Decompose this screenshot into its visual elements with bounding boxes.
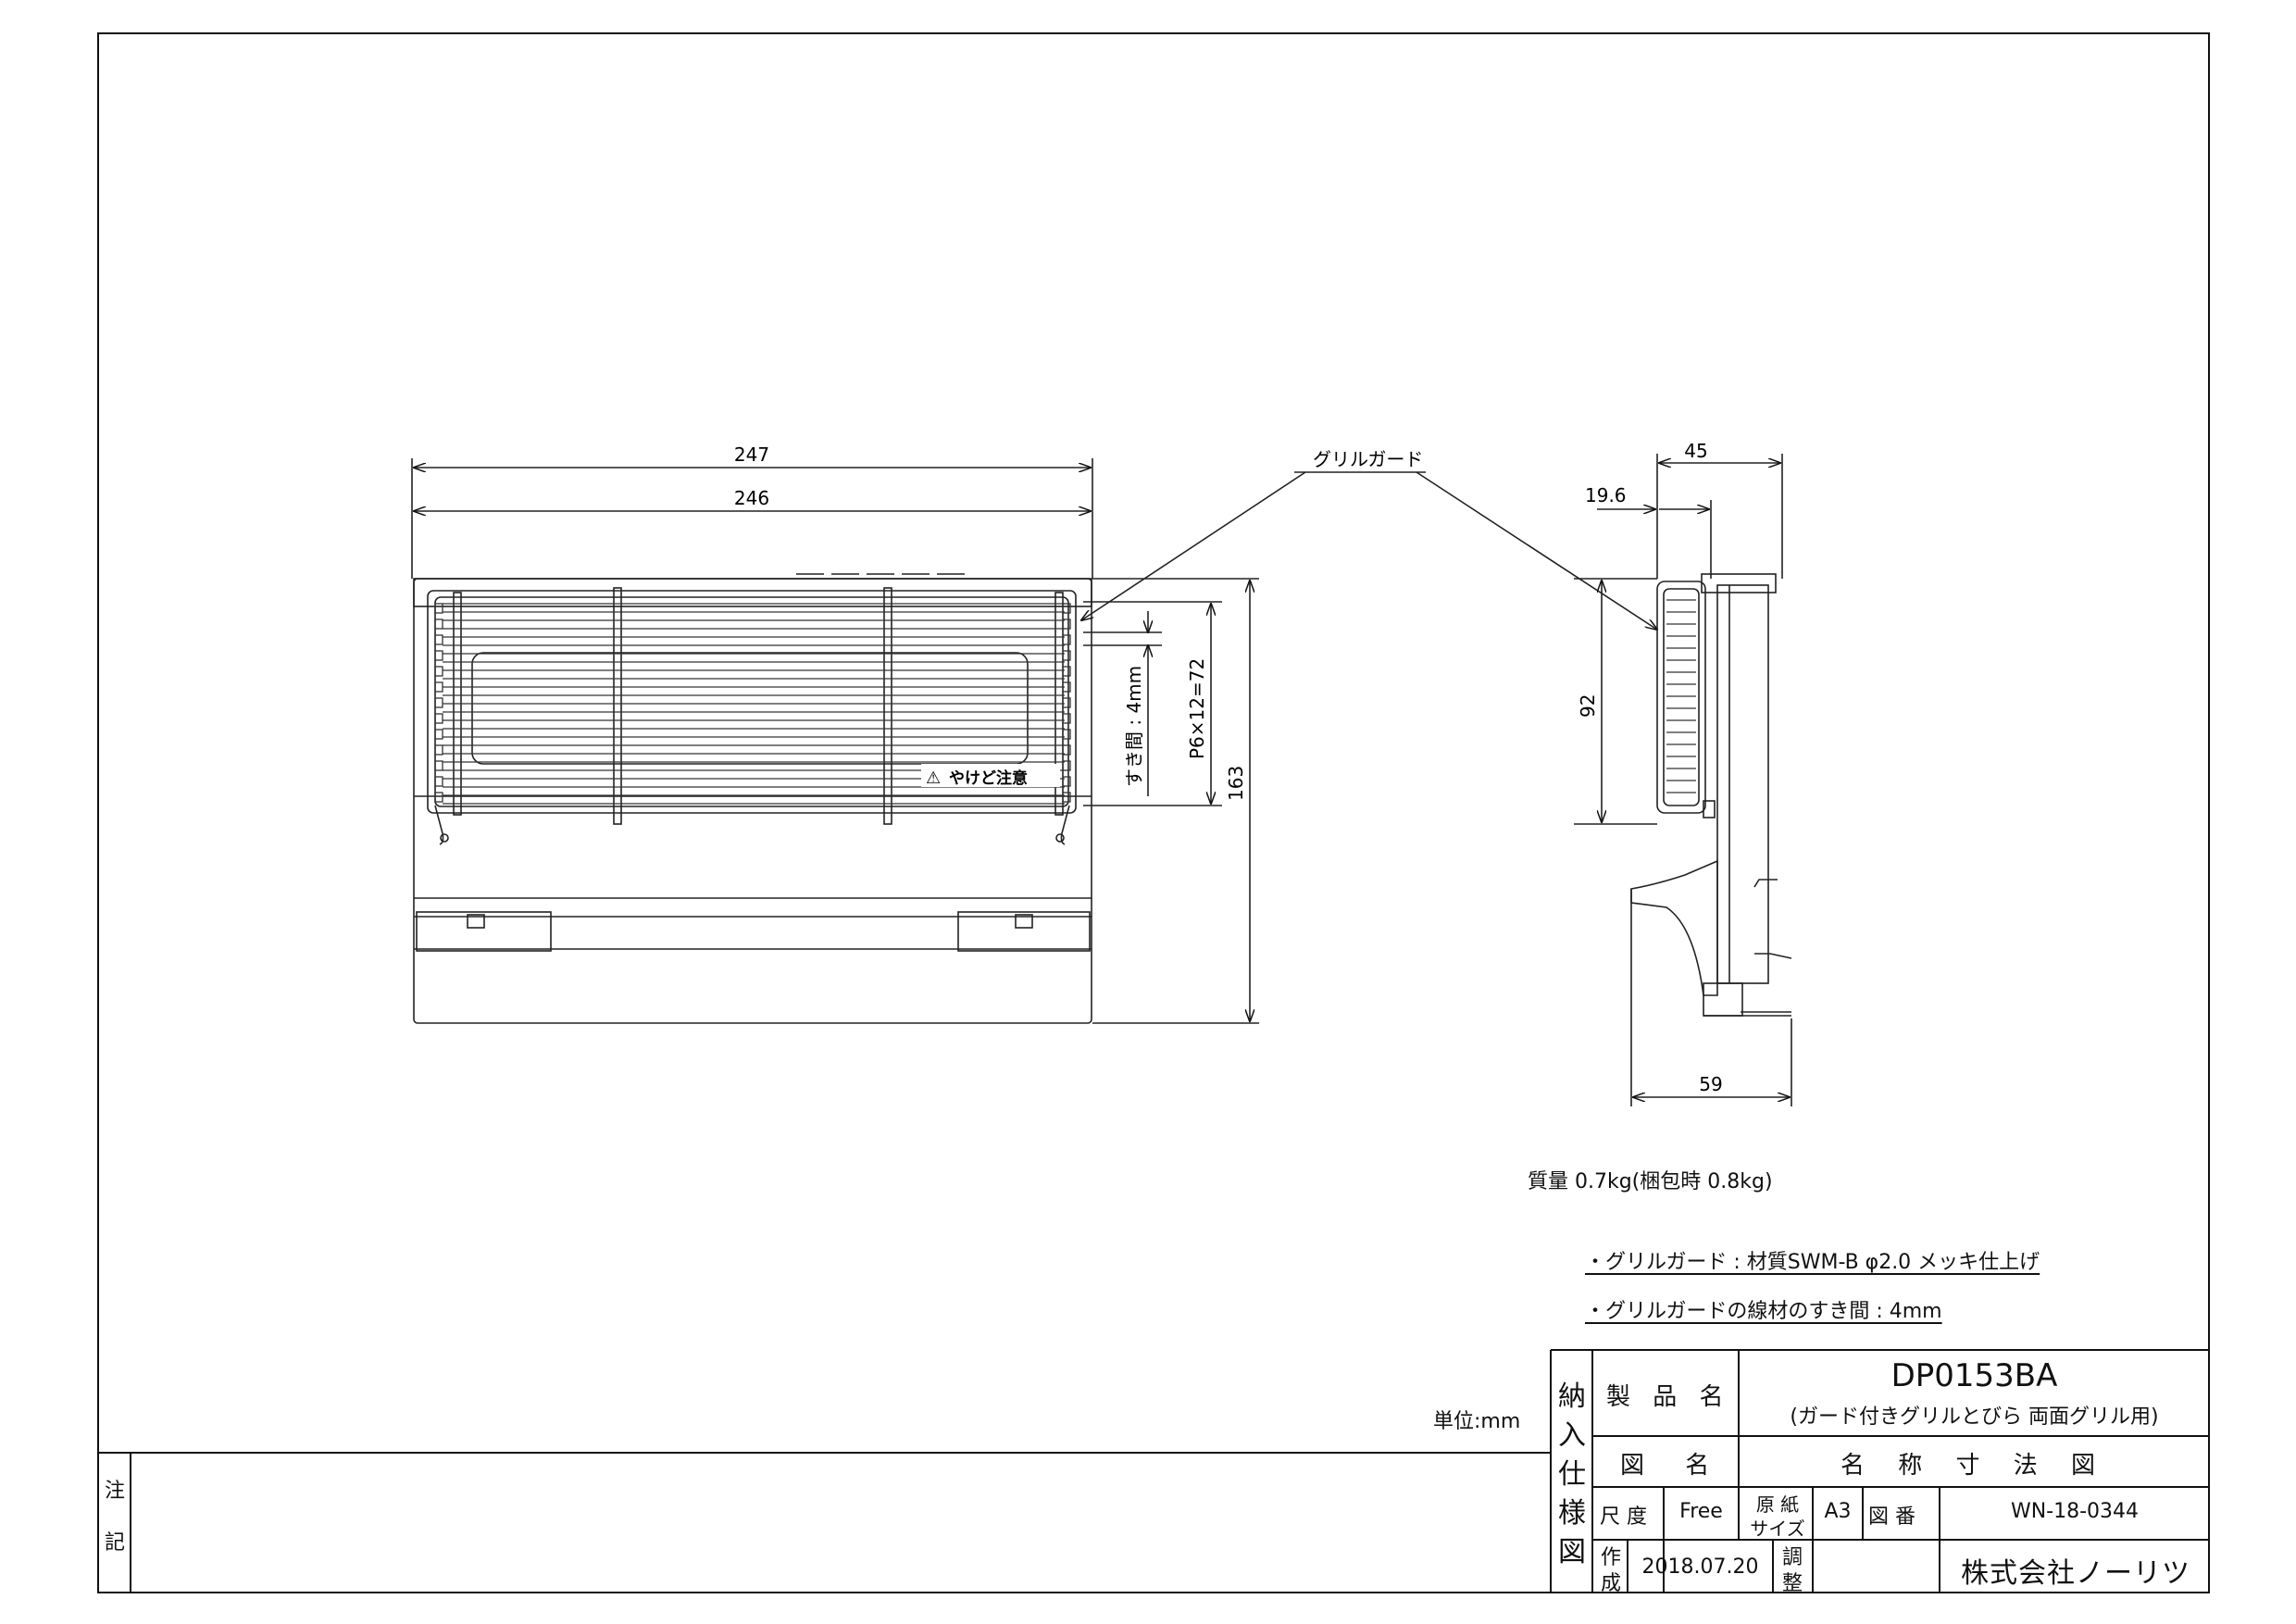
vertical-title-char: 仕 xyxy=(1558,1458,1586,1491)
grill-side-tab xyxy=(434,744,443,756)
paper-label-2: サイズ xyxy=(1750,1518,1805,1540)
grill-side-tab xyxy=(1062,634,1071,645)
grill-side-tab xyxy=(434,681,443,693)
grill-side-tab xyxy=(1062,792,1071,803)
company-logo: 株式会社ノーリツ xyxy=(1961,1557,2190,1590)
created-date: 2018.07.20 xyxy=(1641,1555,1759,1579)
vertical-title-char: 納 xyxy=(1558,1380,1586,1413)
grill-side-tab xyxy=(1062,650,1071,661)
grill-side-tab xyxy=(434,666,443,677)
created-label-2: 成 xyxy=(1600,1572,1621,1595)
check-label-1: 調 xyxy=(1781,1546,1803,1569)
vertical-title: 納 入 仕 様 図 xyxy=(1554,1378,1591,1572)
grill-side-tab xyxy=(1062,697,1071,708)
grill-side-tab xyxy=(1062,618,1071,630)
dim-163: 163 xyxy=(1225,766,1247,801)
remarks-char-1: 注 xyxy=(105,1480,126,1503)
vertical-title-char: 様 xyxy=(1558,1497,1586,1530)
caution-symbol: ⚠ xyxy=(926,768,941,788)
vertical-title-char: 入 xyxy=(1558,1419,1586,1452)
side-slats xyxy=(1666,599,1696,793)
grill-side-tab xyxy=(434,618,443,630)
product-code: DP0153BA xyxy=(1890,1357,2058,1394)
drawing-border xyxy=(97,32,2210,1593)
scale-label: 尺 度 xyxy=(1600,1505,1647,1529)
grill-side-tab xyxy=(434,634,443,645)
grill-side-tab xyxy=(434,603,443,614)
product-name-label: 製 品 名 xyxy=(1606,1383,1731,1411)
dim-247: 247 xyxy=(734,443,769,466)
dim-45: 45 xyxy=(1684,440,1707,462)
grill-side-tab xyxy=(434,713,443,724)
grill-side-tab xyxy=(1062,729,1071,740)
grill-side-tab xyxy=(1062,666,1071,677)
grill-side-tab xyxy=(434,792,443,803)
grill-side-tab xyxy=(1062,713,1071,724)
grill-side-tab xyxy=(1062,760,1071,771)
grill-side-tab xyxy=(1062,603,1071,614)
scale-value: Free xyxy=(1679,1500,1723,1523)
grill-side-tab xyxy=(434,760,443,771)
remarks-box xyxy=(97,1452,1551,1593)
callout-grill-guard: グリルガード xyxy=(1313,448,1423,470)
grill-side-tab xyxy=(1062,681,1071,693)
vertical-title-char: 図 xyxy=(1558,1536,1586,1568)
spec-gap-note: ・グリルガードの線材のすき間 : 4mm xyxy=(1585,1300,1942,1323)
remarks-char-2: 記 xyxy=(105,1531,126,1555)
unit-note: 単位:mm xyxy=(1433,1410,1521,1433)
dim-pitch: P6×12=72 xyxy=(1186,658,1208,759)
caution-label xyxy=(921,764,1060,787)
created-label-1: 作 xyxy=(1600,1546,1621,1569)
drawing-name-label: 図 名 xyxy=(1620,1452,1727,1480)
grill-side-tab xyxy=(1062,776,1071,787)
side-view xyxy=(1574,454,1792,1106)
drawing-name: 名 称 寸 法 図 xyxy=(1840,1452,2109,1480)
grill-wires xyxy=(434,603,1071,805)
dim-gap: すき間 : 4mm xyxy=(1123,666,1145,787)
dim-59: 59 xyxy=(1699,1073,1722,1095)
dim-92: 92 xyxy=(1577,694,1599,718)
drawing-no-label: 図 番 xyxy=(1868,1505,1915,1529)
grill-side-tab xyxy=(434,697,443,708)
spec-material-note: ・グリルガード : 材質SWM-B φ2.0 メッキ仕上げ xyxy=(1585,1251,2040,1274)
paper-value: A3 xyxy=(1824,1500,1852,1523)
remarks-label-divider xyxy=(130,1452,131,1593)
product-desc: (ガード付きグリルとびら 両面グリル用) xyxy=(1790,1405,2159,1429)
mass-note: 質量 0.7kg(梱包時 0.8kg) xyxy=(1528,1170,1773,1193)
paper-label-1: 原 紙 xyxy=(1755,1493,1800,1516)
check-label-2: 整 xyxy=(1781,1572,1803,1595)
dim-246: 246 xyxy=(734,487,769,509)
caution-text: やけど注意 xyxy=(949,768,1028,788)
grill-side-tab xyxy=(434,776,443,787)
grill-side-tab xyxy=(434,729,443,740)
dim-19-6: 19.6 xyxy=(1585,484,1627,506)
grill-side-tab xyxy=(434,650,443,661)
drawing-no: WN-18-0344 xyxy=(2010,1500,2140,1523)
grill-side-tab xyxy=(1062,744,1071,756)
front-view xyxy=(411,458,1093,1024)
